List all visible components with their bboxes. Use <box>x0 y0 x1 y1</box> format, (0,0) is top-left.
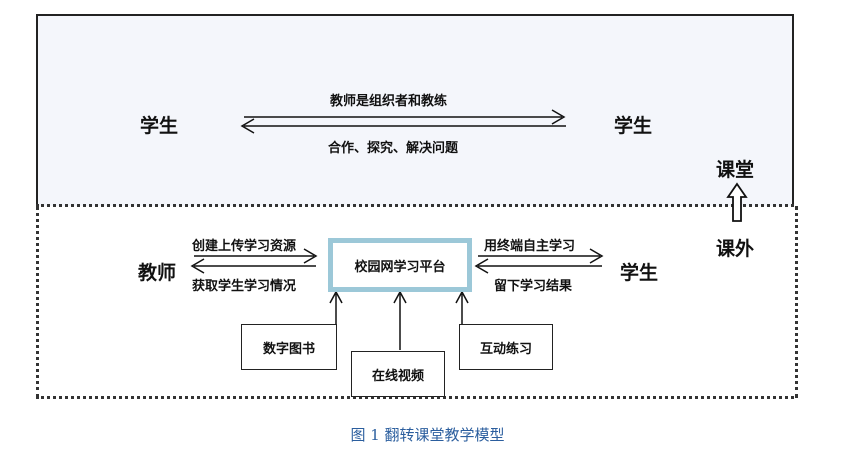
campus-platform-box: 校园网学习平台 <box>328 238 472 292</box>
obtain-arrow <box>190 258 316 274</box>
in-class-label: 课堂 <box>716 159 755 181</box>
teacher-role-label: 教师是组织者和教练 <box>330 94 448 109</box>
campus-platform-label: 校园网学习平台 <box>354 259 446 275</box>
figure-caption: 图 1 翻转课堂教学模型 <box>350 426 505 444</box>
classroom-left-arrow <box>240 118 566 134</box>
classroom-left-student: 学生 <box>140 115 179 137</box>
obtain-situation-label: 获取学生学习情况 <box>192 279 297 294</box>
collaboration-label: 合作、探究、解决问题 <box>328 141 459 156</box>
interactive-exercise-label: 互动练习 <box>479 341 532 357</box>
results-arrow <box>474 258 602 274</box>
outside-class-region <box>36 206 798 398</box>
video-to-platform-arrow <box>393 290 407 350</box>
terminal-learning-label: 用终端自主学习 <box>484 239 576 254</box>
out-class-label: 课外 <box>716 238 755 260</box>
digital-books-label: 数字图书 <box>262 341 315 357</box>
hollow-up-arrow-icon <box>726 182 748 222</box>
upload-arrow <box>194 248 318 264</box>
books-to-platform-arrow <box>329 290 343 324</box>
classroom-right-arrow <box>244 109 566 125</box>
online-video-box: 在线视频 <box>351 351 445 397</box>
region-divider <box>36 204 794 207</box>
terminal-arrow <box>478 248 604 264</box>
digital-books-box: 数字图书 <box>241 324 337 370</box>
learning-results-label: 留下学习结果 <box>494 279 573 294</box>
teacher-label: 教师 <box>138 262 177 284</box>
classroom-region <box>36 14 794 206</box>
outside-student-label: 学生 <box>620 262 659 284</box>
exercise-to-platform-arrow <box>455 290 469 324</box>
classroom-right-student: 学生 <box>614 115 653 137</box>
bottom-dotted-border <box>36 396 794 399</box>
online-video-label: 在线视频 <box>371 368 424 384</box>
upload-resources-label: 创建上传学习资源 <box>192 239 297 254</box>
interactive-exercise-box: 互动练习 <box>459 324 553 370</box>
